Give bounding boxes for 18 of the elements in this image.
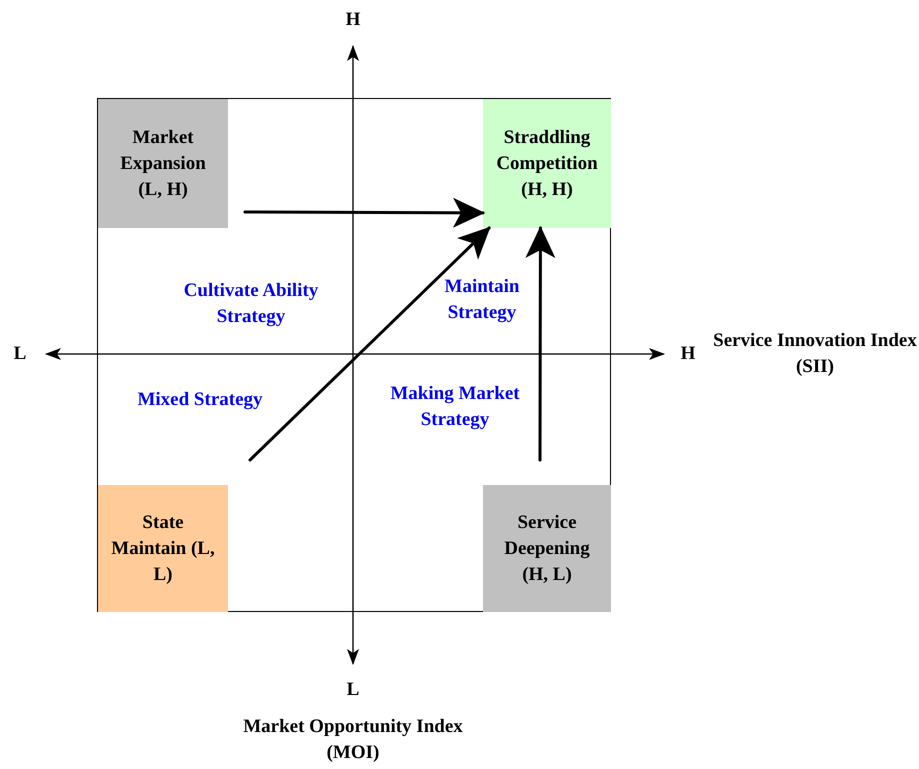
axis-title: Service Innovation Index (SII) [712, 329, 918, 379]
axis-label: L [346, 678, 360, 702]
strategy-label: Making Market Strategy [389, 382, 521, 432]
strategy-label: Maintain Strategy [444, 275, 520, 325]
quadrant-box: State Maintain (L, L) [98, 485, 228, 612]
axis-label: H [680, 342, 696, 366]
strategy-label: Cultivate Ability Strategy [182, 279, 320, 329]
quadrant-frame [97, 98, 611, 612]
axis-title: Market Opportunity Index (MOI) [242, 715, 464, 765]
axis-label: H [346, 8, 360, 32]
quadrant-box: Straddling Competition (H, H) [483, 99, 611, 228]
strategy-arrow [248, 226, 491, 462]
quadrant-box: Service Deepening (H, L) [483, 485, 611, 612]
strategy-arrow [244, 198, 485, 228]
strategy-arrow [525, 226, 556, 462]
quadrant-box: Market Expansion (L, H) [98, 99, 228, 228]
strategy-label: Mixed Strategy [136, 388, 264, 412]
axis-label: L [14, 342, 26, 366]
